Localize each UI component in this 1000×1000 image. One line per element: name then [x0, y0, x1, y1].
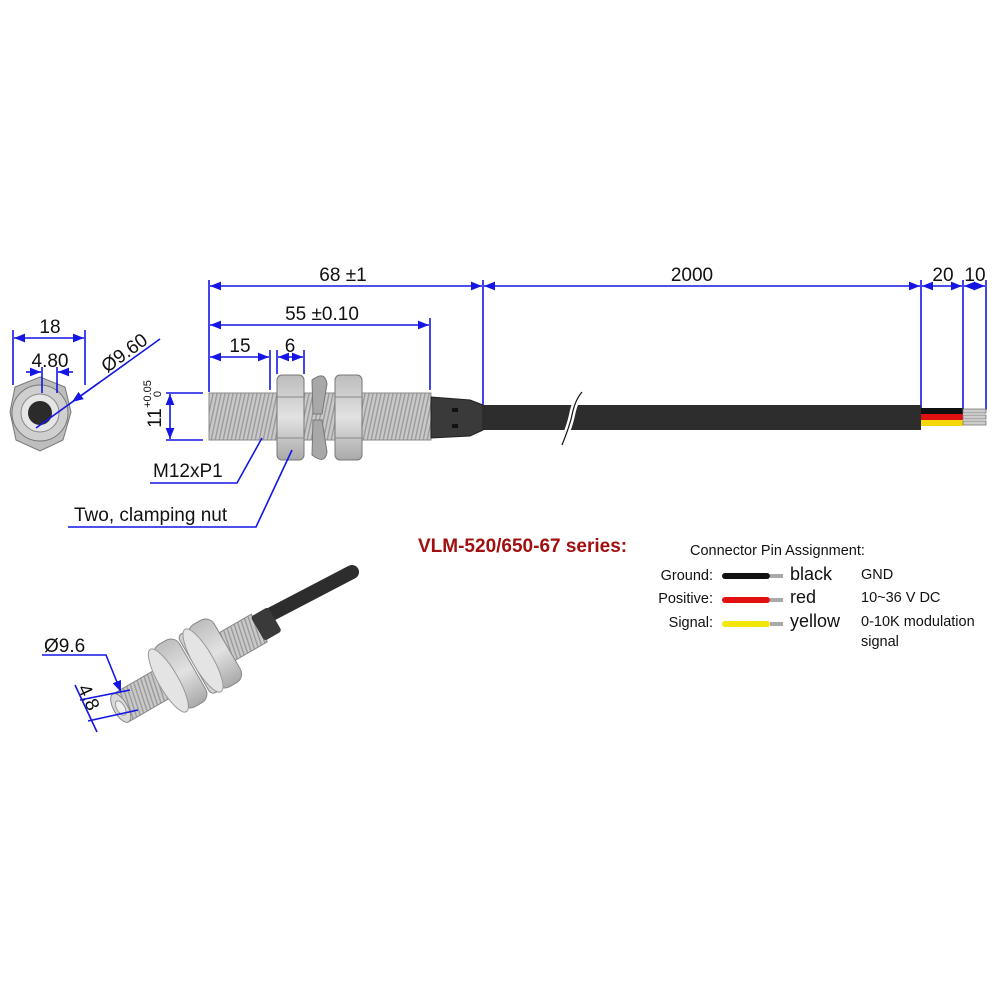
lock-washer	[311, 375, 328, 460]
pin-description: 0-10K modulation	[861, 614, 975, 630]
clamping-nut-1	[276, 374, 305, 461]
pin-row-positive: Positive: red 10~36 V DC	[658, 587, 940, 607]
sensor-isometric-view	[110, 565, 359, 723]
connector-heading: Connector Pin Assignment:	[690, 543, 865, 559]
pin-description-cont: signal	[861, 634, 899, 650]
end-view-dimensions	[12, 330, 161, 429]
dim-tolerance-minus: 0	[152, 391, 164, 397]
pin-label: Positive:	[658, 591, 713, 607]
wire-swatch-black	[722, 573, 770, 579]
pin-row-ground: Ground: black GND	[661, 564, 894, 584]
dim-iso-aperture: 4.8	[73, 681, 103, 714]
pin-description: 10~36 V DC	[861, 590, 940, 606]
pin-description: GND	[861, 567, 893, 583]
dim-thread-length: 55 ±0.10	[285, 304, 359, 325]
pin-color: yellow	[790, 611, 841, 631]
thread-label: M12xP1	[153, 461, 223, 482]
isometric-dimensions	[42, 654, 139, 733]
clamping-nut-2	[334, 374, 363, 461]
nut-label: Two, clamping nut	[74, 505, 228, 526]
sensor-side-view	[208, 374, 987, 461]
dim-end-width: 18	[39, 317, 60, 338]
pin-color: black	[790, 564, 833, 584]
wire-swatch-red	[722, 597, 770, 603]
dim-wire-strip: 10	[964, 265, 985, 286]
cable	[483, 390, 921, 447]
pin-label: Signal:	[669, 615, 713, 631]
sensor-end-view	[9, 376, 72, 452]
dim-jacket-strip: 20	[932, 265, 953, 286]
dim-cable-length: 2000	[671, 265, 713, 286]
dim-end-aperture: 4.80	[32, 351, 69, 372]
connector-pin-assignment: Connector Pin Assignment: Ground: black …	[658, 543, 974, 650]
dim-iso-diameter: Ø9.6	[44, 636, 85, 657]
pin-label: Ground:	[661, 568, 713, 584]
dim-overall-length: 68 ±1	[319, 265, 366, 286]
pin-row-signal: Signal: yellow 0-10K modulation signal	[669, 611, 975, 650]
dim-end-diameter: Ø9.60	[98, 330, 152, 377]
leader-lines	[68, 437, 293, 528]
dim-front-length: 15	[229, 336, 250, 357]
wire-ends	[921, 408, 987, 426]
dim-tolerance-plus: +0.05	[142, 380, 154, 408]
pin-color: red	[790, 587, 816, 607]
dim-body-height: 11	[145, 408, 166, 428]
dimension-lines	[165, 280, 987, 441]
wire-swatch-yellow	[722, 621, 770, 627]
dim-nut-thickness: 6	[285, 336, 296, 357]
series-title: VLM-520/650-67 series:	[418, 536, 627, 557]
